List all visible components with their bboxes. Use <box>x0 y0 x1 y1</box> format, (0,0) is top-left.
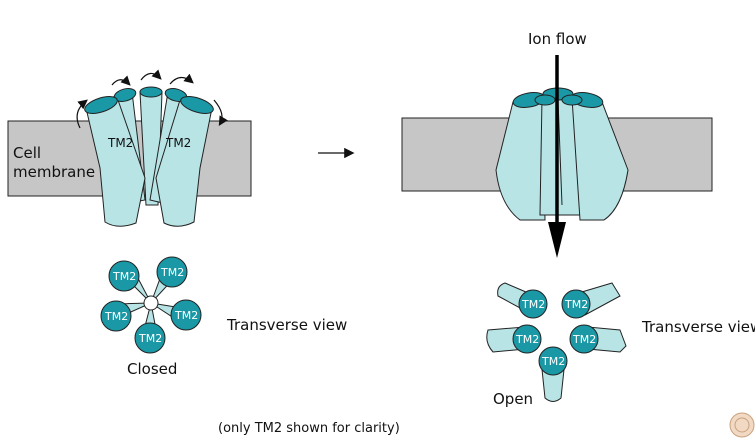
open-label: Open <box>493 390 533 408</box>
open-helices <box>495 87 629 221</box>
transverse-view-label-left: Transverse view <box>226 316 347 334</box>
closed-transverse-view: TM2 TM2 TM2 TM2 TM2 Closed <box>100 256 202 378</box>
closed-channel-side-view: Cell membrane TM2 TM2 <box>7 69 252 227</box>
helix-label-right: TM2 <box>165 136 191 150</box>
closed-helix-label-2: TM2 <box>160 266 184 279</box>
open-channel-side-view: Ion flow <box>401 30 713 258</box>
footnote: (only TM2 shown for clarity) <box>218 421 400 436</box>
open-helix-label-5: TM2 <box>541 355 565 368</box>
cell-membrane-label-line1: Cell <box>13 144 41 162</box>
transverse-view-label-right: Transverse view <box>641 318 755 336</box>
down-arrow-icon <box>548 55 566 258</box>
closed-helix-label-3: TM2 <box>174 309 198 322</box>
closed-helices <box>84 86 214 227</box>
open-helix-label-3: TM2 <box>515 333 539 346</box>
ion-flow-label: Ion flow <box>528 30 587 48</box>
cell-membrane-label-line2: membrane <box>13 163 95 181</box>
open-helix-label-1: TM2 <box>521 298 545 311</box>
university-seal-icon <box>729 412 755 438</box>
open-helix-circles <box>512 289 599 376</box>
helix-label-left: TM2 <box>107 136 133 150</box>
helix-closed-right <box>155 99 213 227</box>
closed-helix-label-5: TM2 <box>104 310 128 323</box>
open-helix-label-4: TM2 <box>572 333 596 346</box>
helix-open-right <box>571 97 629 221</box>
closed-helix-label-4: TM2 <box>138 332 162 345</box>
helix-open-left <box>495 97 546 221</box>
closed-pore <box>143 295 159 311</box>
open-transverse-view: TM2 TM2 TM2 TM2 TM2 Open <box>486 282 627 408</box>
open-helix-label-2: TM2 <box>564 298 588 311</box>
helix-closed-left <box>85 99 146 227</box>
rotation-arrows <box>76 69 228 129</box>
closed-helix-circles <box>100 256 202 354</box>
open-wedges <box>486 282 627 402</box>
closed-label: Closed <box>127 360 177 378</box>
closed-helix-label-1: TM2 <box>112 270 136 283</box>
